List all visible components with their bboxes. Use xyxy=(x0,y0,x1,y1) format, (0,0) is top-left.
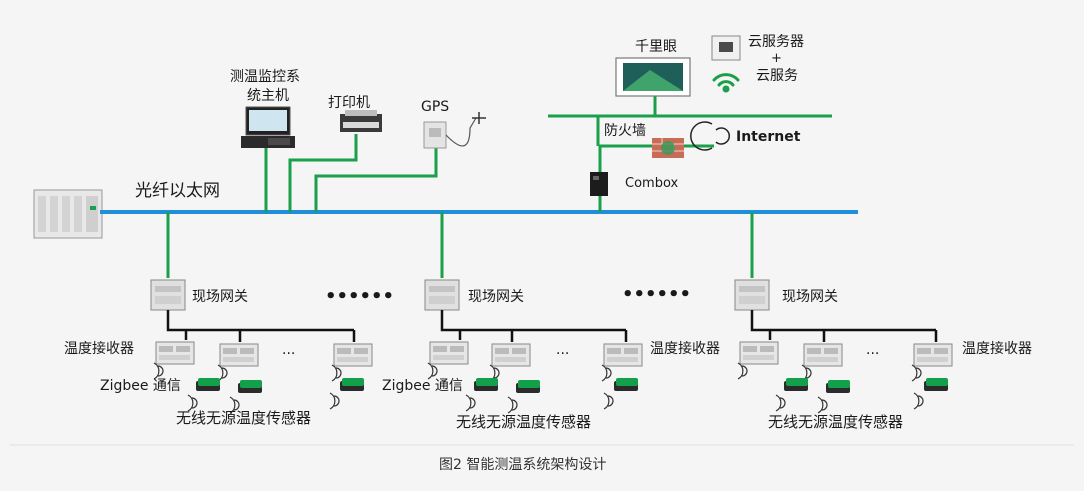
receiver-icon xyxy=(333,343,373,367)
receiver-icon xyxy=(739,341,779,365)
printer-label: 打印机 xyxy=(328,94,370,111)
signal-icon xyxy=(913,392,924,410)
sensor-icon xyxy=(784,378,808,391)
monitor-host-icon xyxy=(241,106,295,148)
internet-icon xyxy=(690,121,731,151)
sensor-icon xyxy=(340,378,364,391)
zigbee-label: Zigbee 通信 xyxy=(382,378,463,394)
gps-label: GPS xyxy=(421,99,449,115)
qianliyan-label: 千里眼 xyxy=(635,39,677,55)
site-drop-links xyxy=(166,212,754,278)
signal-icon xyxy=(603,392,614,410)
sensors-label: 无线无源温度传感器 xyxy=(456,413,591,431)
signal-icon xyxy=(507,396,518,414)
plc-controller-icon xyxy=(33,189,103,239)
combox-label: Combox xyxy=(625,176,679,191)
receiver-label: 温度接收器 xyxy=(64,340,134,357)
signal-icon xyxy=(911,364,922,382)
sensor-icon xyxy=(474,378,498,391)
sensor-icon xyxy=(826,380,850,393)
site-2: 现场网关 ··· 温度接收器 Zigbee 通信 无线无源温度传感器 xyxy=(382,279,720,431)
ellipsis-right: •••••• xyxy=(622,284,691,305)
sensor-icon xyxy=(614,378,638,391)
signal-icon xyxy=(775,394,786,412)
signal-icon xyxy=(331,364,342,382)
monitor-host-label-2: 统主机 xyxy=(247,88,289,104)
gateway-icon xyxy=(424,279,460,311)
gateway-label: 现场网关 xyxy=(468,289,524,305)
zigbee-label: Zigbee 通信 xyxy=(100,378,181,394)
receiver-icon xyxy=(603,343,643,367)
sensor-icon xyxy=(238,380,262,393)
signal-icon xyxy=(427,362,438,380)
cloud-server-icon xyxy=(711,35,741,61)
signal-icon xyxy=(329,392,340,410)
combox-icon xyxy=(590,172,608,196)
site-3: 现场网关 ··· 温度接收器 无线无源温度传感器 xyxy=(734,279,1032,431)
qianliyan-monitor-icon xyxy=(615,57,691,97)
site-1: 现场网关 ··· 温度接收器 Zigbee 通信 无线无源温度传感器 xyxy=(64,279,373,427)
monitor-host-label-1: 测温监控系 xyxy=(230,69,300,85)
signal-icon xyxy=(153,362,164,380)
receiver-icon xyxy=(491,343,531,367)
gps-receiver-icon xyxy=(423,112,486,149)
sensor-icon xyxy=(516,380,540,393)
receiver-icon xyxy=(429,341,469,365)
gateway-icon xyxy=(734,279,770,311)
gateway-icon xyxy=(150,279,186,311)
figure-caption: 图2 智能测温系统架构设计 xyxy=(439,457,606,473)
ellipsis-left: •••••• xyxy=(325,286,394,307)
backbone-label: 光纤以太网 xyxy=(135,181,220,201)
signal-icon xyxy=(465,394,476,412)
receiver-icon xyxy=(219,343,259,367)
plus-label: + xyxy=(771,51,782,66)
sensor-icon xyxy=(196,378,220,391)
ellipsis-small: ··· xyxy=(866,346,879,362)
ellipsis-small: ··· xyxy=(556,346,569,362)
signal-icon xyxy=(737,362,748,380)
firewall-label: 防火墙 xyxy=(604,123,646,139)
printer-icon xyxy=(340,110,382,132)
cloud-service-label: 云服务 xyxy=(756,68,798,84)
signal-icon xyxy=(817,396,828,414)
receiver-label: 温度接收器 xyxy=(650,340,720,357)
receiver-label: 温度接收器 xyxy=(962,340,1032,357)
sensor-icon xyxy=(924,378,948,391)
ellipsis-small: ··· xyxy=(282,346,295,362)
firewall-icon xyxy=(652,138,684,158)
gateway-label: 现场网关 xyxy=(782,289,838,305)
gateway-label: 现场网关 xyxy=(192,289,248,305)
sensors-label: 无线无源温度传感器 xyxy=(176,409,311,427)
receiver-icon xyxy=(155,341,195,365)
signal-icon xyxy=(601,364,612,382)
receiver-icon xyxy=(913,343,953,367)
wifi-icon xyxy=(712,73,740,93)
internet-label: Internet xyxy=(736,129,801,145)
receiver-icon xyxy=(803,343,843,367)
cloud-server-label: 云服务器 xyxy=(748,34,804,50)
sensors-label: 无线无源温度传感器 xyxy=(768,413,903,431)
